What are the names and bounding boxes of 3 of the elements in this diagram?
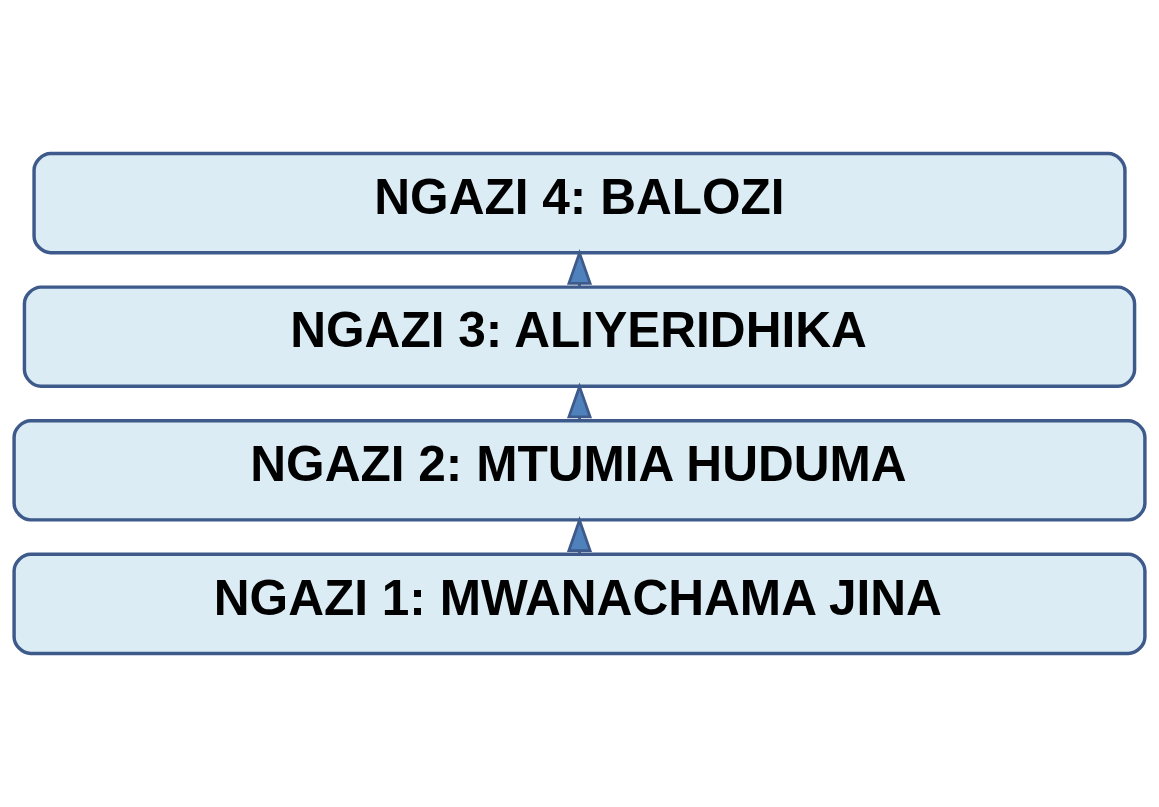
- arrow: [566, 516, 593, 552]
- arrow: [566, 382, 593, 419]
- node-box: NGAZI 4: BALOZI: [32, 151, 1127, 255]
